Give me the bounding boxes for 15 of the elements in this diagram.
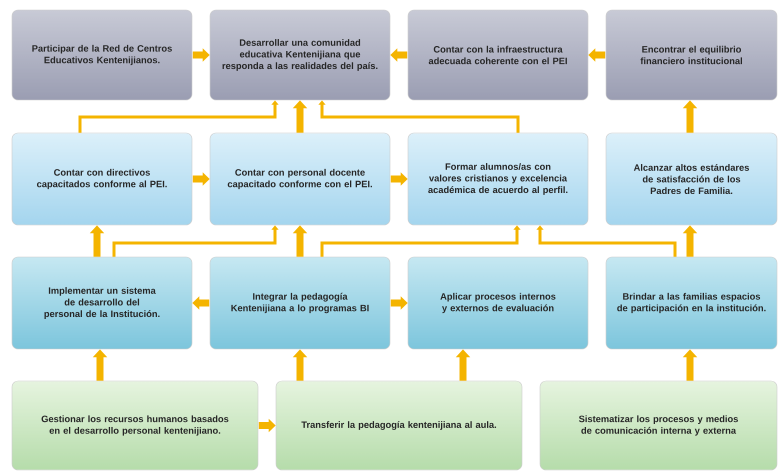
goal-box: Gestionar los recursos humanos basados en el desarrollo personal kentenijiano. [12, 380, 258, 470]
goal-box: Participar de la Red de Centros Educativos Kentenijianos. [12, 10, 192, 100]
goal-box: Contar con la infraestructura adecuada coherente con el PEI [408, 10, 588, 100]
goal-box: Formar alumnos/as con valores cristianos y excelencia académica de acuerdo al perfil. [408, 132, 588, 226]
goal-box: Transferir la pedagogía kentenijiana al aula. [276, 380, 522, 470]
goal-box: Alcanzar altos estándares de satisfacción de los Padres de Familia. [606, 132, 778, 226]
goal-box: Brindar a las familias espacios de participación en la institución. [606, 256, 778, 350]
goal-box: Integrar la pedagogía Kentenijiana a lo programas BI [210, 256, 390, 350]
goal-box: Desarrollar una comunidad educativa Kentenijiana que responda a las realidades del país. [210, 10, 390, 100]
goal-box: Sistematizar los procesos y medios de comunicación interna y externa [540, 380, 778, 470]
goal-box: Contar con directivos capacitados conforme al PEI. [12, 132, 192, 226]
goal-box: Implementar un sistema de desarrollo del personal de la Institución. [12, 256, 192, 350]
goal-box: Contar con personal docente capacitado conforme con el PEI. [210, 132, 390, 226]
goal-box: Encontrar el equilibrio financiero institucional [606, 10, 778, 100]
goal-box: Aplicar procesos internos y externos de evaluación [408, 256, 588, 350]
